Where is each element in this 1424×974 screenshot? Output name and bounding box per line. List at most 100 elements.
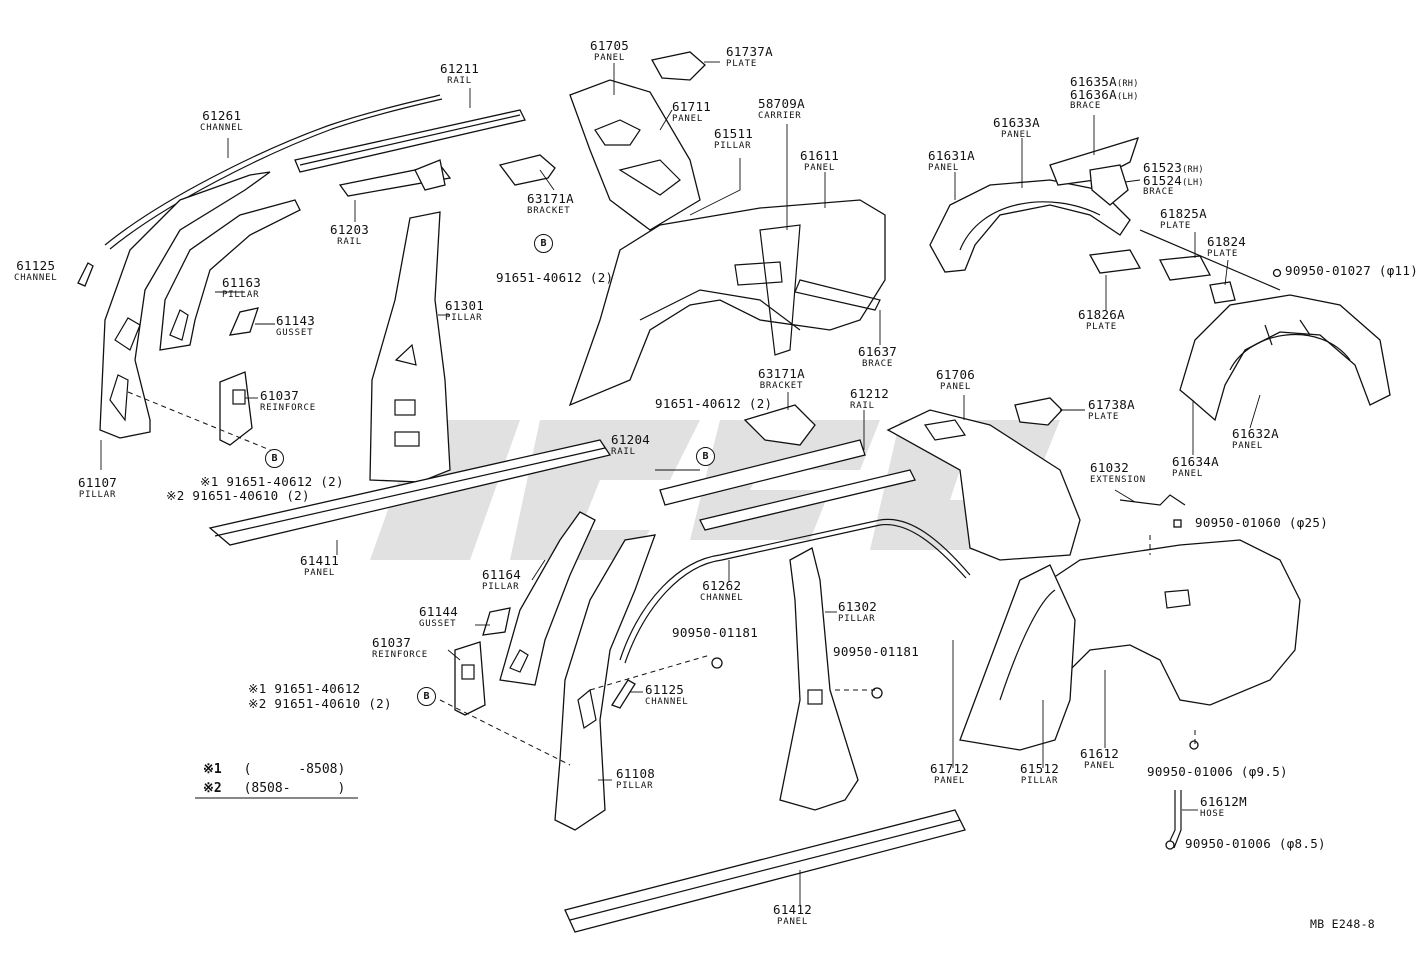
channel-61262-shape xyxy=(619,518,971,661)
panel-61631a-shape xyxy=(929,179,1131,273)
extension-61032-shape xyxy=(1119,494,1186,506)
pillar-61107-shape xyxy=(99,171,271,439)
panel-61412-shape xyxy=(564,809,966,933)
plate-61826a-shape xyxy=(1088,249,1142,274)
rail-61211-shape xyxy=(294,109,526,173)
channel-61125-lower-shape xyxy=(611,679,636,709)
fastener-90950-01181-a: 90950-01181 xyxy=(672,625,759,640)
plate-61825a-shape xyxy=(1158,255,1212,281)
panel-61611-shape xyxy=(568,199,886,407)
b-mark-3: B xyxy=(265,449,284,468)
pillar-61108-shape xyxy=(554,534,656,831)
bracket-63171a-upper-shape xyxy=(498,154,556,186)
pillar-61163-shape xyxy=(159,199,301,351)
figure-code: MB E248-8 xyxy=(1310,917,1376,931)
reinforce-61037-upper-shape xyxy=(219,371,253,446)
brace-61523-shape xyxy=(1089,164,1129,206)
panel-61612-shape xyxy=(1049,539,1301,706)
panel-61632a-shape xyxy=(1179,294,1391,422)
fastener-90950-01006-a: 90950-01006 (φ9.5) xyxy=(1147,764,1288,779)
fastener-91651-40612-a: 91651-40612 (2) xyxy=(496,270,614,285)
fastener-note-2: ※2 91651-40610 (2) xyxy=(166,488,310,503)
label-61523-61524: 61523(RH) 61524(LH) BRACE xyxy=(1143,160,1204,197)
legend-text-1: ( -8508) xyxy=(243,762,346,777)
bracket-63171a-lower-shape xyxy=(743,404,816,446)
gusset-61144-shape xyxy=(482,607,511,636)
fastener-note-3: ※1 91651-40612 xyxy=(248,681,361,696)
dashed-guides xyxy=(127,391,1196,766)
fastener-note-1: ※1 91651-40612 (2) xyxy=(200,474,344,489)
pillar-61164-shape xyxy=(499,511,596,686)
label-61635a-61636a: 61635A(RH) 61636A(LH) BRACE xyxy=(1070,74,1139,111)
plate-61824-shape xyxy=(1209,281,1236,304)
fastener-90950-01006-b: 90950-01006 (φ8.5) xyxy=(1185,836,1326,851)
b-mark-1: B xyxy=(534,234,553,253)
gusset-61143-shape xyxy=(228,307,259,336)
legend-text-2: (8508- ) xyxy=(243,781,346,796)
fastener-90950-01060: 90950-01060 (φ25) xyxy=(1195,515,1329,530)
fastener-90950-01181-b: 90950-01181 xyxy=(833,644,920,659)
plate-61737a-shape xyxy=(651,51,706,81)
leader-lines xyxy=(100,61,1261,905)
legend-mark-1: ※1 xyxy=(203,762,222,777)
rail-61212-shape xyxy=(699,469,916,531)
pillar-61512-shape xyxy=(959,564,1076,751)
channel-61261-shape xyxy=(104,94,441,246)
channel-61125-upper-shape xyxy=(77,262,94,287)
rail-61204-shape xyxy=(659,439,866,506)
panel-61706-shape xyxy=(886,409,1081,561)
b-mark-2: B xyxy=(696,447,715,466)
pillar-61302-shape xyxy=(779,547,859,811)
legend-mark-2: ※2 xyxy=(203,781,222,796)
fastener-91651-40612-b: 91651-40612 (2) xyxy=(655,396,773,411)
legend-row-2: ※2 (8508- ) xyxy=(203,781,345,796)
legend-row-1: ※1 ( -8508) xyxy=(203,762,345,777)
fastener-90950-01027: 90950-01027 (φ11) xyxy=(1285,263,1419,278)
panel-61705-shape xyxy=(569,79,701,231)
